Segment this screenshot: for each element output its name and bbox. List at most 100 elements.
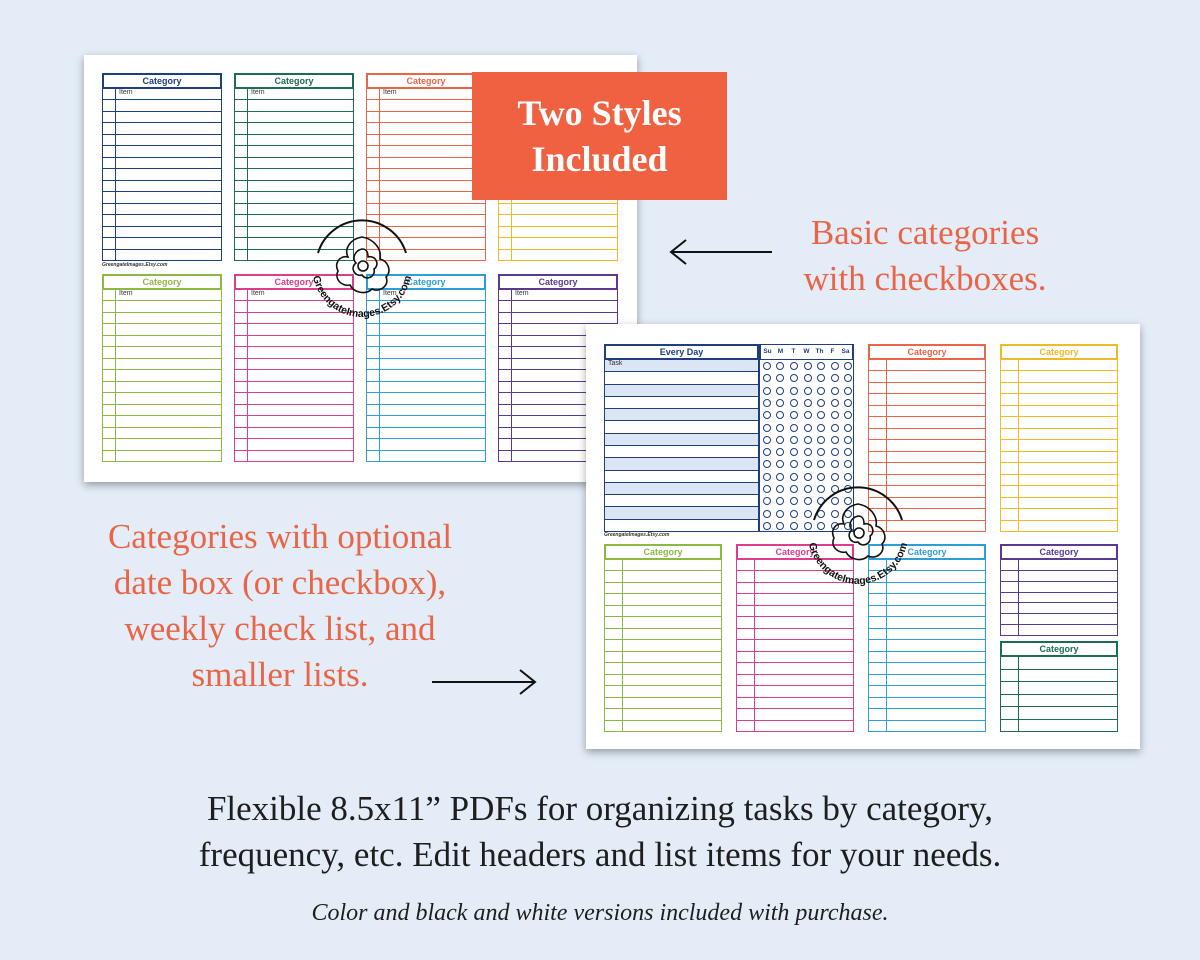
list-row-line (499, 426, 617, 428)
day-check-circle (762, 362, 771, 371)
list-row-line (367, 202, 485, 204)
checkbox-column-line (115, 290, 116, 462)
list-row-line (1001, 624, 1117, 626)
day-check-circle (844, 435, 853, 444)
list-row-line (103, 415, 221, 417)
list-row-line (367, 449, 485, 451)
description-text: Flexible 8.5x11” PDFs for organizing tas… (0, 786, 1200, 878)
list-row-line (235, 334, 353, 336)
list-row-line (737, 650, 853, 652)
list-row-line (103, 99, 221, 101)
list-row-line (367, 237, 485, 239)
list-body (736, 560, 854, 732)
day-check-circle (789, 386, 798, 395)
list-row-line (869, 604, 985, 606)
day-check-circle (830, 472, 839, 481)
category-header: Category (234, 274, 354, 290)
list-row-line (1001, 602, 1117, 604)
list-row-line (367, 461, 485, 462)
day-check-circle (817, 485, 826, 493)
list-row-line (605, 685, 721, 687)
list-row-line (235, 438, 353, 440)
list-row-line (1001, 531, 1117, 532)
list-row-line (367, 346, 485, 348)
day-check-circle (762, 485, 771, 493)
list-row-line (103, 357, 221, 359)
day-check-circle (803, 448, 812, 457)
list-row-line (605, 650, 721, 652)
day-check-circle (789, 485, 798, 493)
list-row-line (869, 662, 985, 664)
checkbox-column-line (511, 290, 512, 462)
list-row-line (869, 393, 985, 395)
list-row-line (1001, 473, 1117, 475)
list-row-line (869, 462, 985, 464)
list-row-line (1001, 580, 1117, 582)
list-row-line (103, 225, 221, 227)
day-check-circle (830, 448, 839, 457)
list-row-line (605, 708, 721, 710)
category-panel-blue: Category (868, 544, 986, 732)
list-row-line (235, 380, 353, 382)
list-row-line (499, 237, 617, 239)
task-row (605, 384, 758, 397)
day-check-circle (844, 423, 853, 432)
every-day-header: Every Day (604, 344, 759, 360)
list-row-line (235, 191, 353, 193)
category-header: Category (234, 73, 354, 89)
list-row-line (367, 380, 485, 382)
list-row-line (235, 156, 353, 158)
list-row-line (1001, 681, 1117, 682)
list-row-line (235, 237, 353, 239)
list-row-line (103, 156, 221, 158)
list-row-line (737, 696, 853, 698)
list-row-line (737, 616, 853, 618)
list-row-line (499, 202, 617, 204)
list-row-line (235, 346, 353, 348)
watermark-text: GreengateImages.Etsy.com (806, 541, 910, 587)
list-body: Item (102, 89, 222, 261)
list-row-line (103, 311, 221, 313)
list-row-line (1001, 508, 1117, 510)
list-row-line (103, 202, 221, 204)
list-row-line (737, 639, 853, 641)
category-header: Category (366, 73, 486, 89)
callout-line: with checkboxes. (803, 259, 1047, 298)
list-row-line (367, 248, 485, 250)
list-row-line (869, 531, 985, 532)
callout-line: Categories with optional (107, 517, 453, 556)
day-check-circle (776, 386, 785, 395)
list-row-line (499, 438, 617, 440)
day-check-circle (762, 423, 771, 432)
task-row (605, 372, 758, 385)
list-row-line (737, 604, 853, 606)
category-panel-pink: Category (736, 544, 854, 732)
list-row-line (499, 225, 617, 227)
list-row-line (367, 122, 485, 124)
day-check-circle (830, 374, 839, 383)
category-header: Category (868, 344, 986, 360)
day-check-circle (789, 423, 798, 432)
list-row-line (235, 110, 353, 112)
list-row-line (235, 99, 353, 101)
list-row-line (1001, 370, 1117, 372)
category-header: Category (102, 274, 222, 290)
list-row-line (869, 473, 985, 475)
list-row-line (869, 673, 985, 675)
sheet-footer: GreengateImages.Etsy.com (102, 262, 168, 268)
list-row-line (499, 449, 617, 451)
column-label: Item (251, 89, 265, 96)
day-check-circle (803, 374, 812, 383)
list-body (1000, 360, 1118, 532)
list-row-line (367, 438, 485, 440)
day-check-circle (803, 497, 812, 506)
list-row-line (103, 369, 221, 371)
list-row-line (869, 639, 985, 641)
task-row (605, 519, 758, 532)
succulent-icon (831, 503, 886, 561)
column-label: Item (383, 290, 397, 297)
list-row-line (499, 300, 617, 302)
column-label: Item (383, 89, 397, 96)
list-row-line (869, 450, 985, 452)
category-header: Category (498, 274, 618, 290)
